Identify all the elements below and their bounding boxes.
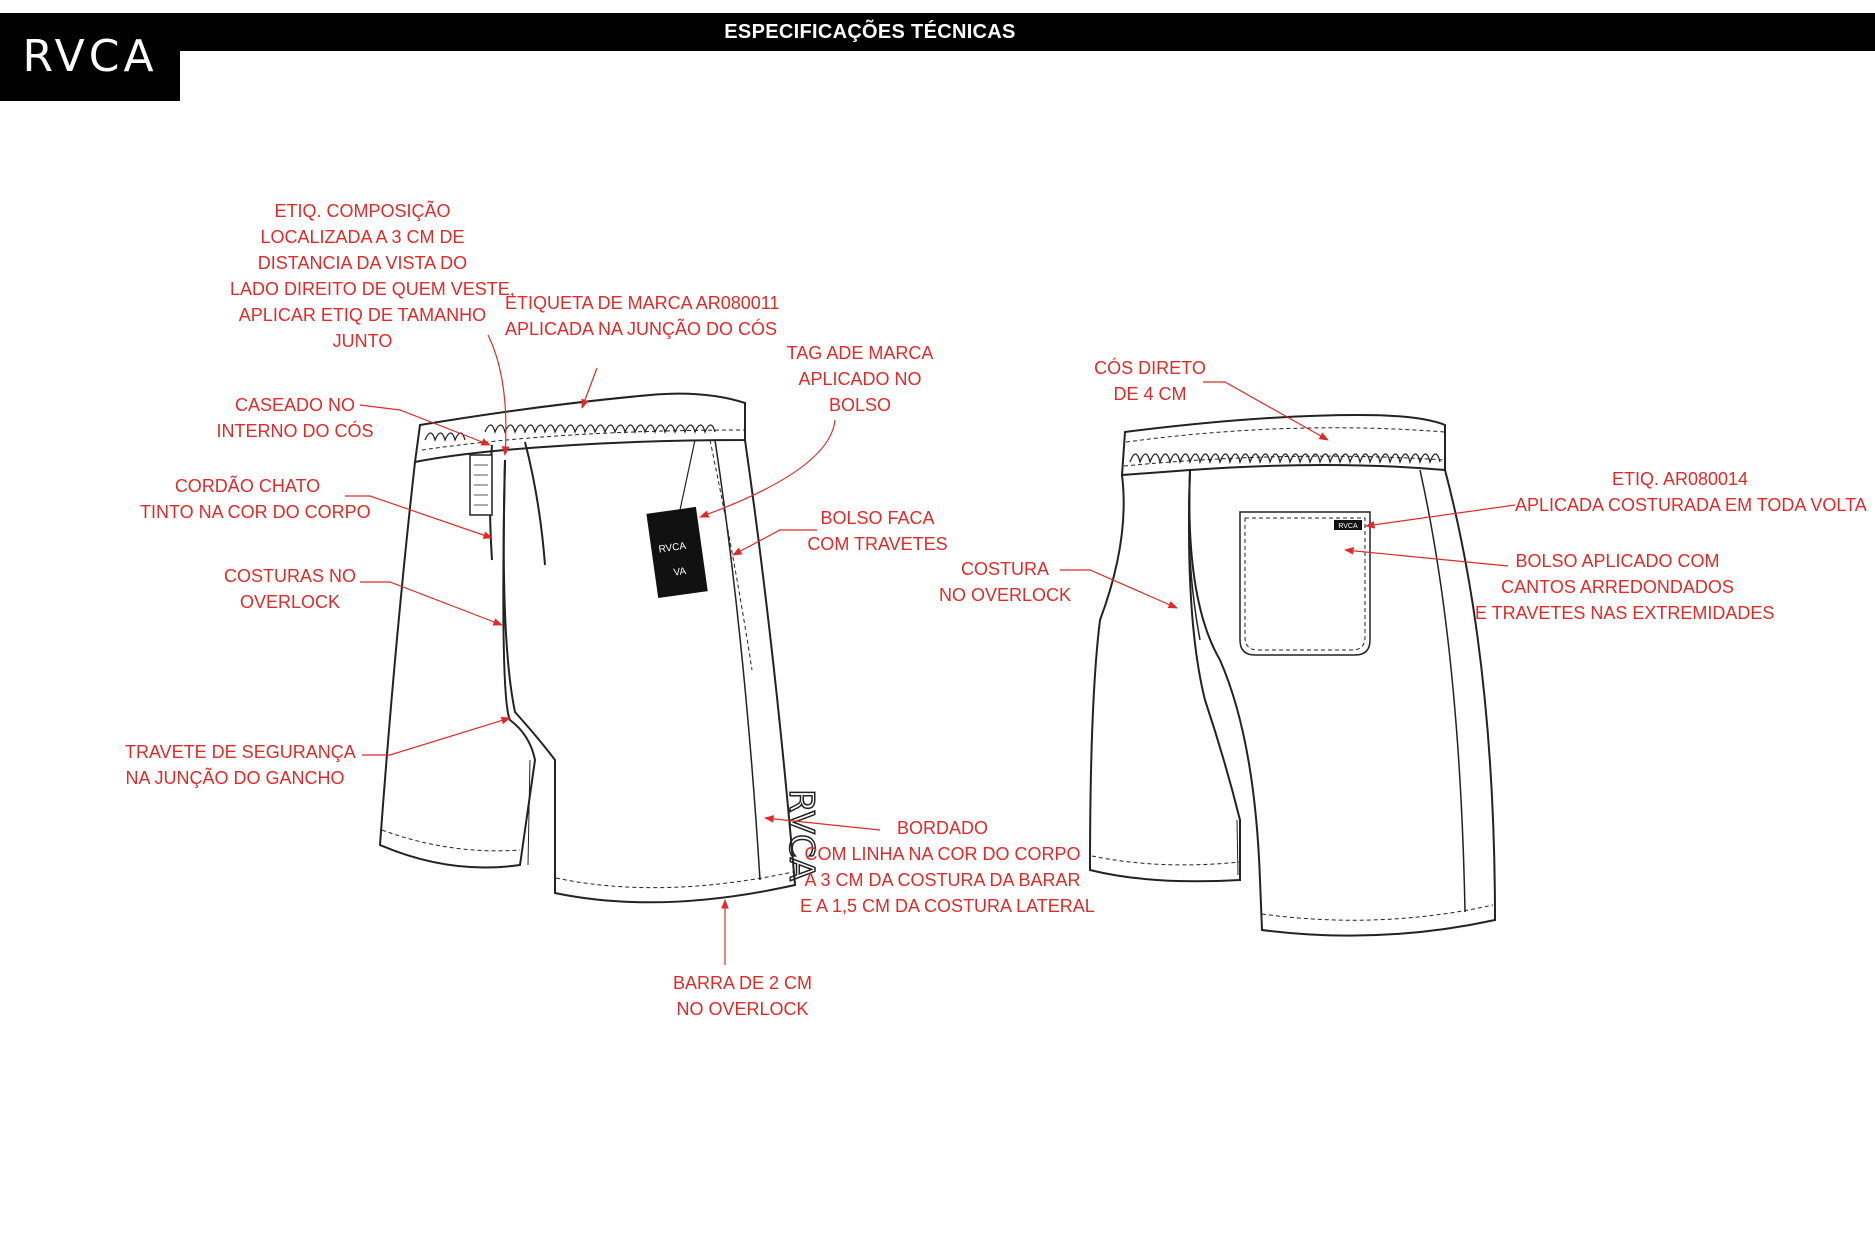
front-inseam [527, 759, 531, 866]
header-bar [0, 13, 1875, 51]
annotation-etiq-composicao: ETIQ. COMPOSIÇÃO LOCALIZADA A 3 CM DE DI… [230, 201, 515, 351]
back-side-seam [1419, 469, 1466, 913]
annotation-etiq-ar080014: ETIQ. AR080014 APLICADA COSTURADA EM TOD… [1515, 469, 1867, 515]
back-right-leg [1188, 469, 1497, 937]
front-waistband-stitch [421, 429, 746, 451]
logo-text: RVCA [22, 31, 158, 82]
back-waistband-gathers [1129, 453, 1441, 465]
leader-cordao [345, 495, 493, 539]
leader-costura-back [1060, 569, 1178, 609]
leader-tag-marca [699, 419, 836, 518]
annotation-bolso-faca: BOLSO FACA COM TRAVETES [807, 508, 948, 554]
hangtag-brand: RVCA [658, 541, 687, 556]
leader-bordado [764, 815, 881, 831]
leader-cos-direto [1203, 381, 1329, 441]
leader-costuras [360, 581, 503, 626]
front-side-seam [714, 439, 761, 881]
back-label-text: RVCA [1338, 523, 1358, 530]
leader-etiq-ar080014 [1365, 504, 1516, 529]
leader-etiqueta-marca [581, 367, 598, 409]
leader-bolso-faca [732, 529, 817, 556]
annotation-etiqueta-marca: ETIQUETA DE MARCA AR080011 APLICADA NA J… [505, 293, 780, 339]
leader-lines [345, 334, 1516, 965]
annotation-caseado: CASEADO NO INTERNO DO CÓS [216, 395, 374, 441]
leader-bolso-aplicado [1344, 547, 1509, 567]
hang-tag-string [679, 439, 696, 511]
logo [0, 13, 180, 101]
back-inseam [1236, 819, 1239, 876]
back-pocket-label [1334, 520, 1362, 530]
annotation-bordado: BORDADO COM LINHA NA COR DO CORPO A 3 CM… [800, 818, 1095, 916]
page-title: ESPECIFICAÇÕES TÉCNICAS [724, 21, 1016, 43]
back-pocket-stitch [1244, 517, 1366, 651]
front-hem-left [381, 829, 521, 852]
front-waistband [413, 392, 746, 464]
front-hem-right [555, 871, 794, 889]
back-waistband [1120, 413, 1446, 477]
front-body-outline [378, 459, 537, 869]
back-shorts-drawing [1088, 413, 1497, 937]
back-waistband-stitch-top [1125, 427, 1446, 443]
hangtag-symbol: VA [673, 566, 687, 579]
annotation-travete: TRAVETE DE SEGURANÇA NA JUNÇÃO DO GANCHO [125, 742, 356, 788]
leader-travete [362, 716, 511, 756]
front-waistband-gathers [424, 424, 716, 442]
annotation-costuras: COSTURAS NO OVERLOCK [223, 566, 356, 612]
drawstring-right [524, 441, 546, 566]
hang-tag [646, 439, 708, 599]
back-body-outline [1088, 469, 1241, 883]
embroidery-rvca: RVCA [781, 789, 821, 881]
back-hem-right [1261, 904, 1494, 921]
leader-caseado [359, 404, 491, 446]
front-pocket-opening [709, 439, 753, 671]
annotation-bolso-aplicado: BOLSO APLICADO COM CANTOS ARREDONDADOS E… [1475, 551, 1775, 623]
back-waistband-stitch-bottom [1123, 455, 1446, 467]
back-patch-pocket [1239, 511, 1371, 656]
hang-tag-body [646, 506, 708, 599]
annotation-costura-back: COSTURA NO OVERLOCK [938, 559, 1072, 605]
back-hem-left [1091, 855, 1241, 866]
back-center-seam [1188, 469, 1201, 641]
annotation-barra: BARRA DE 2 CM NO OVERLOCK [672, 973, 813, 1019]
front-right-leg [502, 439, 797, 904]
annotation-tag-marca: TAG ADE MARCA APLICADO NO BOLSO [786, 343, 934, 415]
leader-etiq-composicao [487, 334, 510, 456]
annotation-cos-direto: CÓS DIRETO DE 4 CM [1094, 358, 1206, 404]
front-shorts-drawing [378, 392, 797, 904]
annotation-cordao: CORDÃO CHATO TINTO NA COR DO CORPO [140, 476, 371, 522]
